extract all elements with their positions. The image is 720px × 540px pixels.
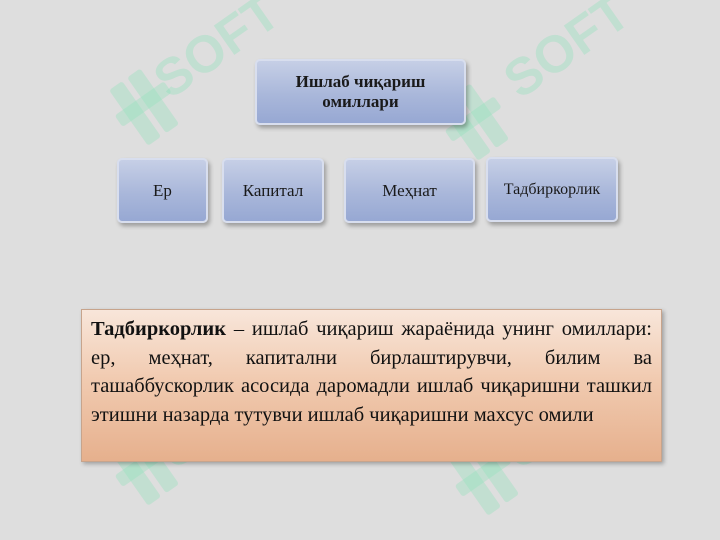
factor-node-entrepreneurship: Тадбиркорлик	[486, 157, 618, 222]
watermark-logo-mark	[115, 82, 171, 126]
factor-label: Меҳнат	[382, 180, 437, 200]
root-node-line1: Ишлаб чиқариш	[295, 72, 426, 91]
definition-box: Тадбиркорлик – ишлаб чиқариш жараёнида у…	[81, 309, 662, 462]
root-node-line2: омиллари	[322, 92, 399, 111]
factor-label: Ер	[153, 180, 172, 200]
factor-label: Тадбиркорлик	[503, 180, 601, 198]
root-node: Ишлаб чиқариш омиллари	[255, 59, 466, 125]
definition-term: Тадбиркорлик	[91, 318, 227, 340]
factor-node-capital: Капитал	[222, 158, 324, 223]
definition-text: – ишлаб чиқариш жараёнида унинг омиллари…	[91, 318, 652, 426]
factor-node-labor: Меҳнат	[344, 158, 475, 223]
watermark-logo-mark	[110, 82, 160, 145]
watermark-logo-mark	[128, 69, 178, 133]
factor-node-land: Ер	[117, 158, 208, 223]
factor-label: Капитал	[242, 180, 304, 200]
watermark-text: SOFT	[494, 0, 641, 110]
